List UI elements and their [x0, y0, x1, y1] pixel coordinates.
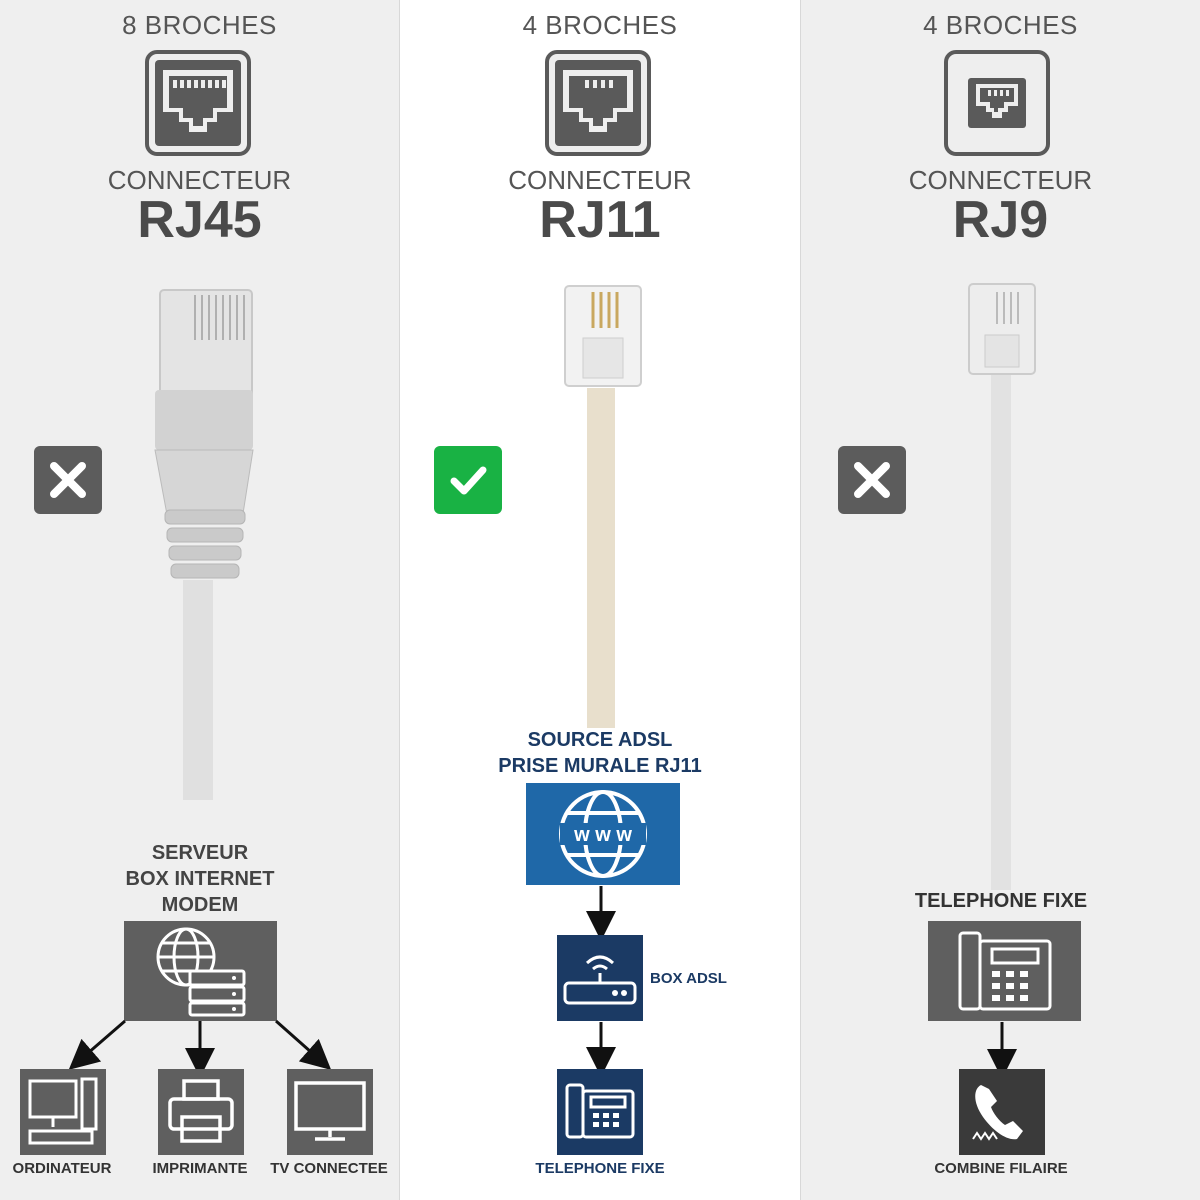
device-label: ORDINATEUR — [12, 1160, 112, 1177]
connector-label: CONNECTEUR — [107, 165, 292, 195]
pin-count: 4 BROCHES — [923, 10, 1078, 40]
pin-count: 8 BROCHES — [122, 10, 277, 40]
rj45-column: 8 BROCHES CONNECTEUR RJ45 — [0, 0, 399, 1200]
rj45-port-icon — [145, 50, 251, 161]
telephone-fixe-label: TELEPHONE FIXE — [535, 1160, 665, 1177]
adsl-router-icon — [557, 935, 643, 1021]
rj9-port-icon — [944, 50, 1050, 161]
connector-type: RJ11 — [539, 191, 661, 249]
rj11-column: 4 BROCHES CONNECTEUR RJ11 SOURCE ADSL PR… — [399, 0, 801, 1200]
desk-phone-icon — [557, 1069, 643, 1155]
computer-icon — [20, 1069, 106, 1155]
desk-phone-icon — [928, 921, 1081, 1021]
arrows — [586, 886, 616, 1074]
connector-type: RJ9 — [952, 191, 1049, 249]
tv-icon — [287, 1069, 373, 1155]
www-globe-icon: w w w — [526, 783, 680, 885]
rj9-column: 4 BROCHES CONNECTEUR RJ9 TELEPHONE FIXE … — [801, 0, 1200, 1200]
pin-count: 4 BROCHES — [522, 10, 678, 40]
x-icon — [34, 446, 102, 514]
connector-type: RJ45 — [137, 191, 262, 249]
handset-icon — [959, 1069, 1045, 1155]
rj11-plug-cable — [555, 278, 650, 733]
svg-text:w w w: w w w — [573, 824, 632, 846]
telephone-fixe-label: TELEPHONE FIXE — [914, 890, 1088, 912]
device-label: TV CONNECTEE — [270, 1160, 388, 1177]
x-icon — [838, 446, 906, 514]
box-adsl-label: BOX ADSL — [650, 970, 727, 987]
arrows — [68, 1019, 332, 1075]
label-line: BOX INTERNET — [125, 868, 275, 890]
label-line: PRISE MURALE RJ11 — [498, 755, 702, 777]
printer-icon — [158, 1069, 244, 1155]
rj9-plug-cable — [961, 280, 1041, 895]
label-line: SERVEUR — [151, 842, 249, 864]
server-globe-icon — [124, 921, 277, 1021]
label-line: SOURCE ADSL — [527, 729, 673, 751]
arrow — [987, 1022, 1017, 1072]
combine-filaire-label: COMBINE FILAIRE — [934, 1160, 1068, 1177]
source-adsl-label: SOURCE ADSL PRISE MURALE RJ11 — [460, 727, 740, 779]
connector-label: CONNECTEUR — [908, 165, 1093, 195]
device-label: IMPRIMANTE — [152, 1160, 248, 1177]
rj11-port-icon — [545, 50, 651, 161]
connector-label: CONNECTEUR — [508, 165, 692, 195]
check-icon — [434, 446, 502, 514]
label-line: MODEM — [161, 894, 239, 916]
rj45-plug-cable — [150, 280, 260, 805]
server-box-modem-label: SERVEUR BOX INTERNET MODEM — [90, 840, 310, 918]
